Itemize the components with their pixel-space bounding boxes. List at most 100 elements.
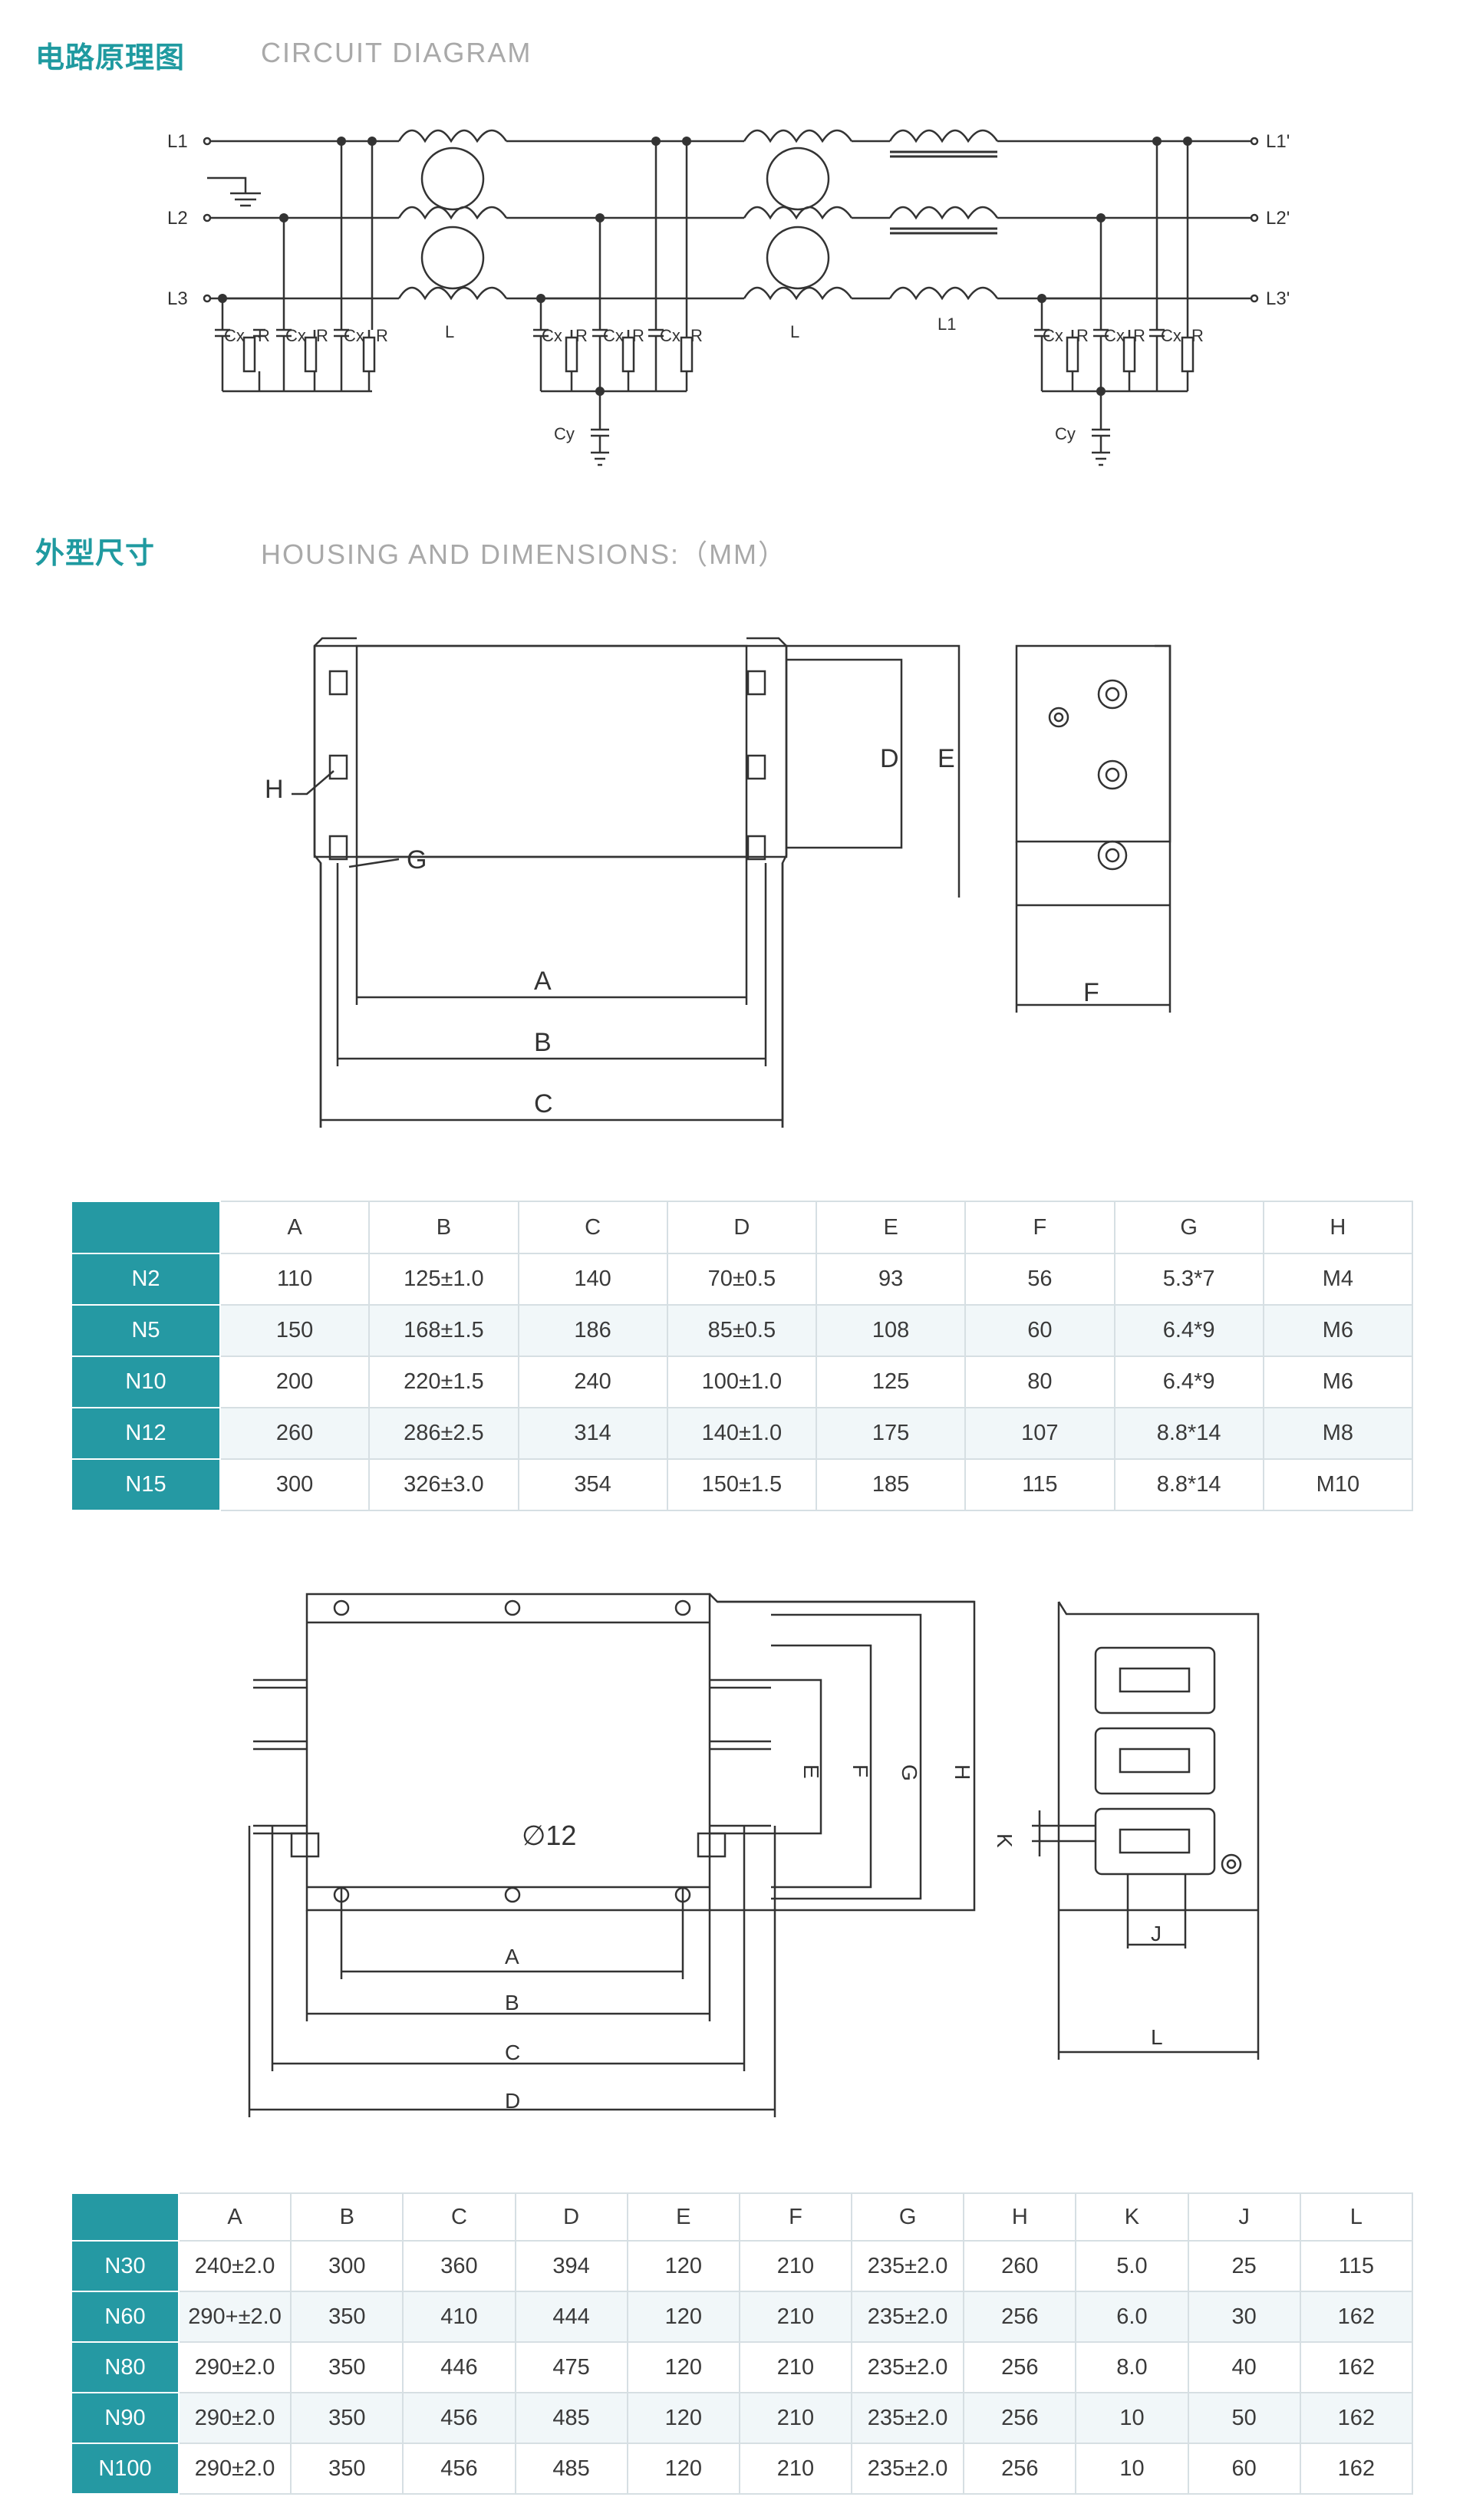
housing-section-title-en: HOUSING AND DIMENSIONS:（MM） [261, 539, 788, 570]
table-cell: 186 [517, 1304, 668, 1357]
table2-header: A [177, 2192, 292, 2242]
table-cell: 456 [402, 2392, 516, 2444]
housing-section-title-cn: 外型尺寸 [35, 536, 156, 570]
svg-text:R: R [632, 326, 644, 345]
table-cell: 8.0 [1075, 2341, 1189, 2393]
table1-header: A [219, 1201, 371, 1254]
table-cell: 290±2.0 [177, 2443, 292, 2495]
dim1-C: C [534, 1089, 553, 1118]
table2-header: L [1299, 2192, 1414, 2242]
table-cell: 240 [517, 1356, 668, 1408]
table-cell: 5.3*7 [1113, 1253, 1264, 1306]
svg-text:R: R [316, 326, 328, 345]
table-cell: 185 [815, 1458, 967, 1511]
table-cell: 446 [402, 2341, 516, 2393]
table-cell: 162 [1299, 2443, 1414, 2495]
dim1-A: A [534, 967, 552, 996]
table-cell: 40 [1187, 2341, 1301, 2393]
table-cell: 350 [290, 2392, 404, 2444]
svg-text:R: R [258, 326, 270, 345]
table-cell: 354 [517, 1458, 668, 1511]
rc-network-input: Cx R Cx R Cx R [215, 141, 388, 393]
label-l2: L2 [167, 208, 188, 229]
table-cell: 256 [963, 2291, 1077, 2343]
side-terminal-1 [1097, 679, 1128, 710]
table-cell: 120 [626, 2392, 740, 2444]
dim2-diameter: ∅12 [522, 1820, 576, 1851]
table-cell: M6 [1262, 1356, 1414, 1408]
label-l1-out: L1' [1266, 131, 1290, 152]
terminals-left [328, 670, 766, 861]
svg-text:Cx: Cx [1161, 326, 1181, 345]
svg-text:Cx: Cx [344, 326, 364, 345]
table-cell: 410 [402, 2291, 516, 2343]
table2-header: K [1075, 2192, 1189, 2242]
table-cell: 235±2.0 [851, 2291, 965, 2343]
table-cell: 150±1.5 [666, 1458, 818, 1511]
table-cell: 8.8*14 [1113, 1458, 1264, 1511]
table-cell: 140 [517, 1253, 668, 1306]
table-cell: 120 [626, 2443, 740, 2495]
dim1-H: H [265, 775, 284, 804]
table-cell: 210 [738, 2341, 853, 2393]
table-cell: M10 [1262, 1458, 1414, 1511]
table-cell: 260 [219, 1407, 371, 1460]
dim2-F: F [849, 1764, 872, 1777]
table-cell: 210 [738, 2443, 853, 2495]
table-cell: 360 [402, 2240, 516, 2292]
label-l1: L1 [167, 131, 188, 152]
table-cell: 350 [290, 2443, 404, 2495]
label-l1-choke: L1 [938, 315, 956, 334]
table-cell: 56 [964, 1253, 1115, 1306]
table-cell: 485 [514, 2443, 628, 2495]
table-cell: M4 [1262, 1253, 1414, 1306]
housing-drawing-large: A B C D E F G H ∅12 K J L [248, 1593, 1260, 2117]
table-cell: 60 [964, 1304, 1115, 1357]
svg-text:R: R [1191, 326, 1204, 345]
table-cell: 125 [815, 1356, 967, 1408]
svg-text:Cx: Cx [224, 326, 245, 345]
svg-text:Cx: Cx [285, 326, 306, 345]
table-cell: 485 [514, 2392, 628, 2444]
dim1-B: B [534, 1028, 552, 1057]
table-cell: 235±2.0 [851, 2392, 965, 2444]
table-cell: 107 [964, 1407, 1115, 1460]
table2-header: J [1187, 2192, 1301, 2242]
label-l3: L3 [167, 288, 188, 309]
table1-header: G [1113, 1201, 1264, 1254]
rc-network-output: Cx R Cx R Cx R Cy [1034, 141, 1204, 466]
table-cell: 5.0 [1075, 2240, 1189, 2292]
table-cell: 256 [963, 2443, 1077, 2495]
table-cell: 162 [1299, 2341, 1414, 2393]
table-cell: 115 [1299, 2240, 1414, 2292]
table-cell: 30 [1187, 2291, 1301, 2343]
svg-text:Cy: Cy [554, 424, 575, 443]
dim2-J: J [1151, 1922, 1162, 1945]
model-cell: N60 [71, 2291, 180, 2343]
table-cell: 314 [517, 1407, 668, 1460]
svg-text:R: R [1076, 326, 1089, 345]
dim1-G: G [407, 845, 427, 875]
table-cell: 350 [290, 2341, 404, 2393]
table-cell: 120 [626, 2240, 740, 2292]
model-cell: N15 [71, 1458, 221, 1511]
table-cell: 6.0 [1075, 2291, 1189, 2343]
table-cell: 168±1.5 [368, 1304, 519, 1357]
table-cell: 300 [219, 1458, 371, 1511]
table-cell: 25 [1187, 2240, 1301, 2292]
table-cell: 220±1.5 [368, 1356, 519, 1408]
svg-text:R: R [376, 326, 388, 345]
dim2-C: C [505, 2041, 520, 2064]
table2-header: E [626, 2192, 740, 2242]
label-l-b: L [790, 322, 799, 341]
table-cell: 125±1.0 [368, 1253, 519, 1306]
table-cell: 162 [1299, 2392, 1414, 2444]
table-cell: 235±2.0 [851, 2240, 965, 2292]
table-cell: 80 [964, 1356, 1115, 1408]
